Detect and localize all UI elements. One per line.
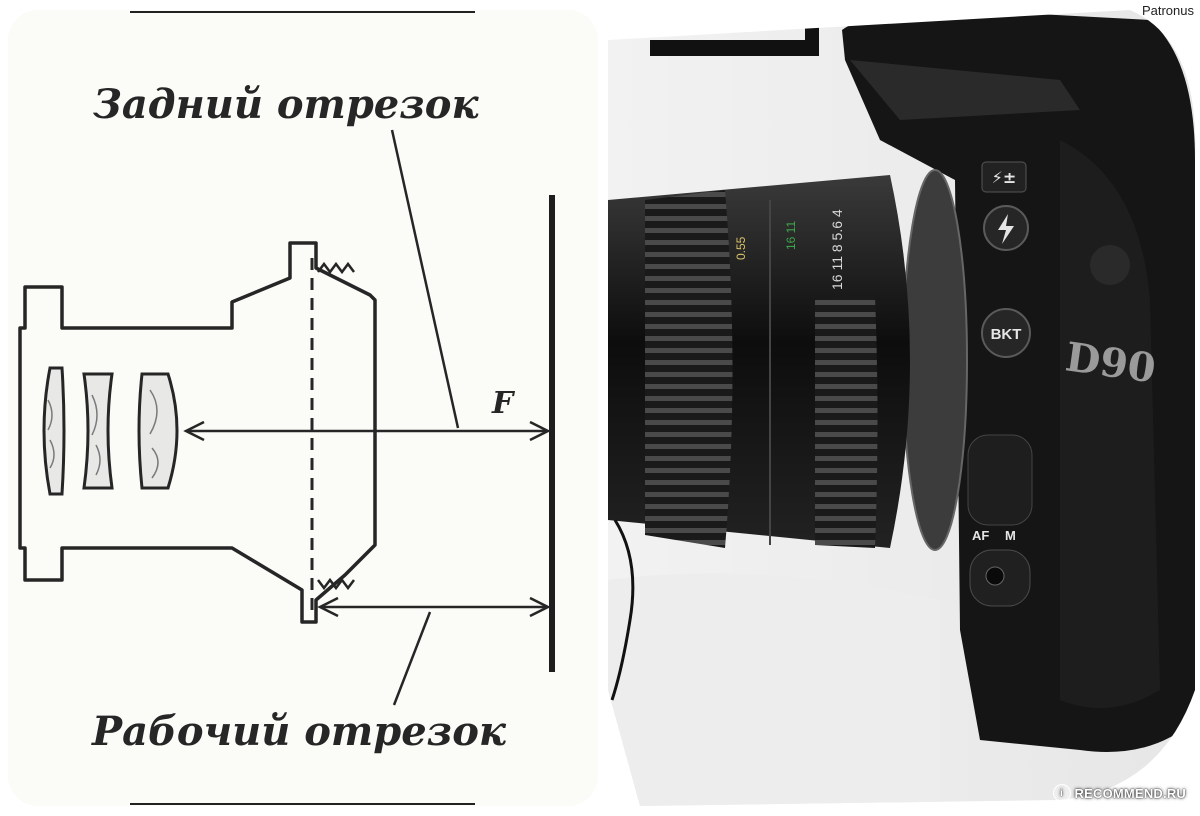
mount-thread-bottom <box>317 577 355 591</box>
leader-flange-focus <box>392 611 432 706</box>
bkt-button-label: BKT <box>991 326 1022 343</box>
tripod-top-rail <box>650 40 815 56</box>
author-name: Patronus <box>1141 3 1194 18</box>
remote-cable <box>610 519 635 701</box>
flash-comp-label: ⚡± <box>992 168 1017 187</box>
lens-diagram: Задний отрезок Рабочий отрезок F <box>8 10 598 806</box>
focus-mode-knob <box>985 566 1005 586</box>
lens-element-3 <box>137 372 179 490</box>
lens-body-outline <box>18 241 377 624</box>
lens-focus-ring <box>645 190 733 548</box>
bkt-button <box>981 308 1031 358</box>
label-back-focus: Задний отрезок <box>93 81 479 128</box>
lens-hatching <box>47 389 159 479</box>
label-focal-plane: F <box>491 386 516 421</box>
label-flange-focus: Рабочий отрезок <box>91 708 507 755</box>
photo-table-surface <box>608 573 940 806</box>
lens-element-2 <box>82 372 114 490</box>
lens-aperture-ring <box>815 295 878 548</box>
back-focus-arrow <box>183 420 551 442</box>
flash-icon <box>998 214 1014 244</box>
tripod-post <box>805 10 819 56</box>
camera-ir-sensor <box>1090 245 1130 285</box>
lens-elements <box>42 366 179 496</box>
camera-grip <box>1060 140 1160 708</box>
leader-back-focus <box>390 129 460 429</box>
flash-comp-label-plate <box>981 161 1027 193</box>
lens-scale-aperture: 16 11 8 5.6 4 <box>829 209 845 290</box>
switch-af-label: AF <box>972 528 989 543</box>
watermark-icon: i <box>1052 784 1071 802</box>
mount-thread-top <box>317 261 355 275</box>
camera-top-plate <box>850 60 1080 120</box>
flange-focus-arrow <box>317 596 551 618</box>
lens-element-1 <box>42 366 66 496</box>
lens-release-button <box>967 434 1033 526</box>
lens-scale-distance: 0.55 <box>734 236 748 260</box>
site-watermark: i RECOMMEND.RU <box>1052 784 1186 802</box>
lens-scale-depth: 16 11 <box>784 221 798 250</box>
switch-m-label: M <box>1005 528 1016 543</box>
watermark-text: RECOMMEND.RU <box>1074 785 1186 801</box>
camera-mount-ring <box>902 169 968 551</box>
camera-photo: 16 11 8 5.6 4 16 11 0.55 ⚡± BKT D90 AF M <box>608 10 1196 806</box>
